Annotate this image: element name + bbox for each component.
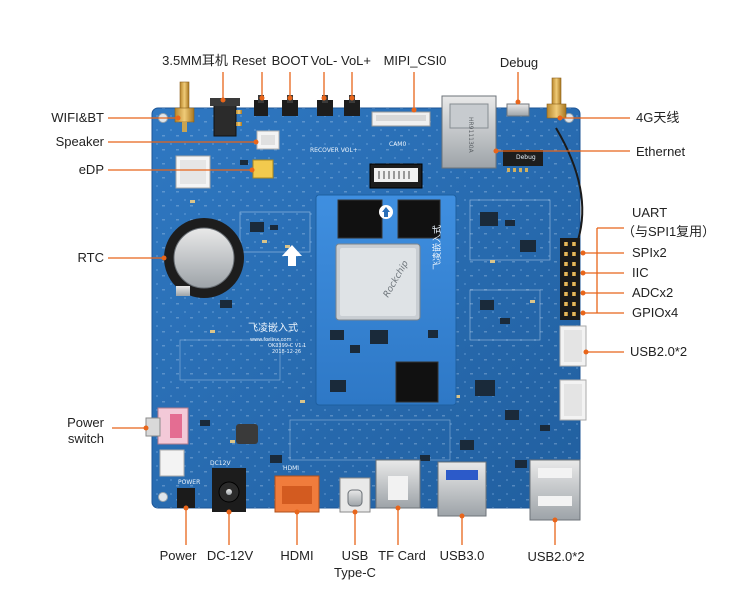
label-usb-typec-line2: Type-C (334, 565, 376, 580)
power-silkscreen: POWER (178, 479, 200, 486)
label-power: Power (159, 548, 197, 563)
usb-typec-port (339, 477, 371, 513)
label-vol-minus: VoL- (310, 53, 338, 68)
label-hdmi: HDMI (280, 548, 314, 563)
board-brand-block: 飞凌嵌入式 www.forlinx.com OK3399-C V1.1 2018… (248, 321, 306, 355)
board-date: 2018-12-26 (272, 349, 301, 355)
label-debug: Debug (499, 55, 539, 70)
label-usb2-right: USB2.0*2 (630, 344, 688, 359)
label-uart-note: （与SPI1复用） (622, 224, 716, 239)
cam-silkscreen: CAM0 (389, 141, 406, 148)
lte-antenna-icon (546, 77, 584, 241)
som-module: Rockchip 飞凌嵌入式 (315, 194, 457, 406)
wifi-module (175, 155, 211, 189)
label-edp: eDP (78, 162, 104, 177)
gpio-header (560, 238, 580, 320)
board-model: OK3399-C V1.1 (268, 343, 306, 349)
usb-header-left (159, 449, 185, 477)
board-brand: 飞凌嵌入式 (248, 321, 298, 334)
label-power-switch-line2: switch (67, 431, 104, 446)
label-iic: IIC (632, 265, 649, 280)
callout-dots (143, 95, 589, 523)
debug-silkscreen: Debug (516, 154, 536, 161)
label-power-switch-line1: Power (67, 415, 104, 430)
rtc-battery (164, 218, 244, 298)
label-mipi-csi: MIPI_CSI0 (383, 53, 447, 68)
label-spi: SPIx2 (632, 245, 667, 260)
label-adc: ADCx2 (632, 285, 674, 300)
label-rtc: RTC (77, 250, 104, 265)
hdmi-silkscreen: HDMI (283, 465, 299, 472)
label-usb2-bottom: USB2.0*2 (527, 549, 585, 564)
tf-card-slot (375, 459, 421, 509)
label-lte-antenna: 4G天线 (636, 110, 680, 125)
dc-jack: DC12V (210, 460, 246, 512)
usb-header-right-1 (559, 325, 587, 367)
audio-jack (210, 98, 242, 137)
edp-connector (369, 163, 423, 189)
edp-small-connector (252, 159, 274, 179)
label-uart: UART (632, 205, 668, 220)
mipi-csi-connector: CAM0 (371, 111, 431, 148)
board-site: www.forlinx.com (250, 337, 292, 343)
usb2-bottom-port (529, 459, 581, 521)
label-tf-card: TF Card (378, 548, 426, 563)
label-vol-plus: VoL+ (340, 53, 371, 68)
power-switch (145, 407, 189, 445)
usb-header-right-2 (559, 379, 587, 421)
label-usb3: USB3.0 (439, 548, 485, 563)
dc-silkscreen: DC12V (210, 460, 231, 467)
speaker-connector (256, 130, 280, 150)
ethernet-part-number: HR911130A (467, 117, 474, 154)
power-button: POWER (177, 479, 200, 508)
label-gpio: GPIOx4 (632, 305, 679, 320)
svg-text:RECOVER VOL+: RECOVER VOL+ (310, 147, 358, 154)
label-dc12v: DC-12V (206, 548, 254, 563)
label-wifi-bt: WIFI&BT (51, 110, 104, 125)
som-brand: 飞凌嵌入式 (431, 225, 443, 270)
label-audio-jack: 3.5MM耳机 (162, 53, 228, 68)
label-boot: BOOT (271, 53, 309, 68)
hdmi-port: HDMI (274, 465, 320, 513)
debug-usb-connector: Debug (503, 103, 543, 172)
inductor (236, 424, 258, 444)
ethernet-jack: HR911130A (441, 95, 497, 169)
label-usb-typec-line1: USB (341, 548, 369, 563)
arrow-up-icon (282, 245, 302, 266)
label-speaker: Speaker (55, 134, 104, 149)
label-reset: Reset (232, 53, 266, 68)
label-ethernet: Ethernet (636, 144, 686, 159)
usb3-port (437, 461, 487, 517)
callout-lines (108, 72, 630, 545)
